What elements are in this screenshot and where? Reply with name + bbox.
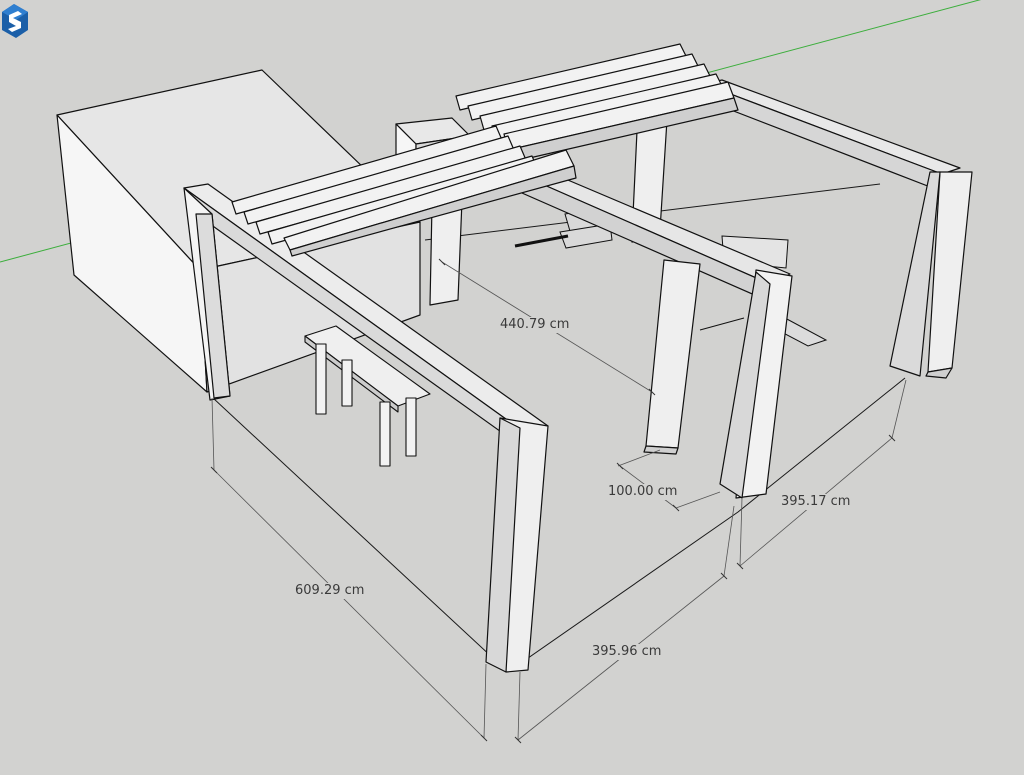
dimension-overall-length[interactable]: 609.29 cm [293, 583, 367, 599]
front-pergola [183, 183, 549, 673]
front-slats [231, 125, 577, 257]
dimension-post-spacing[interactable]: 440.79 cm [498, 317, 572, 333]
sketchup-logo-icon [2, 4, 28, 38]
dimension-ticks [210, 258, 896, 744]
dimension-side-length[interactable]: 395.17 cm [779, 494, 853, 510]
rear-slats [455, 43, 739, 163]
table [304, 325, 431, 467]
dimension-front-width[interactable]: 395.96 cm [590, 644, 664, 660]
dimension-post-offset[interactable]: 100.00 cm [606, 484, 680, 500]
center-frame [505, 163, 793, 499]
rear-pergola [429, 79, 973, 379]
